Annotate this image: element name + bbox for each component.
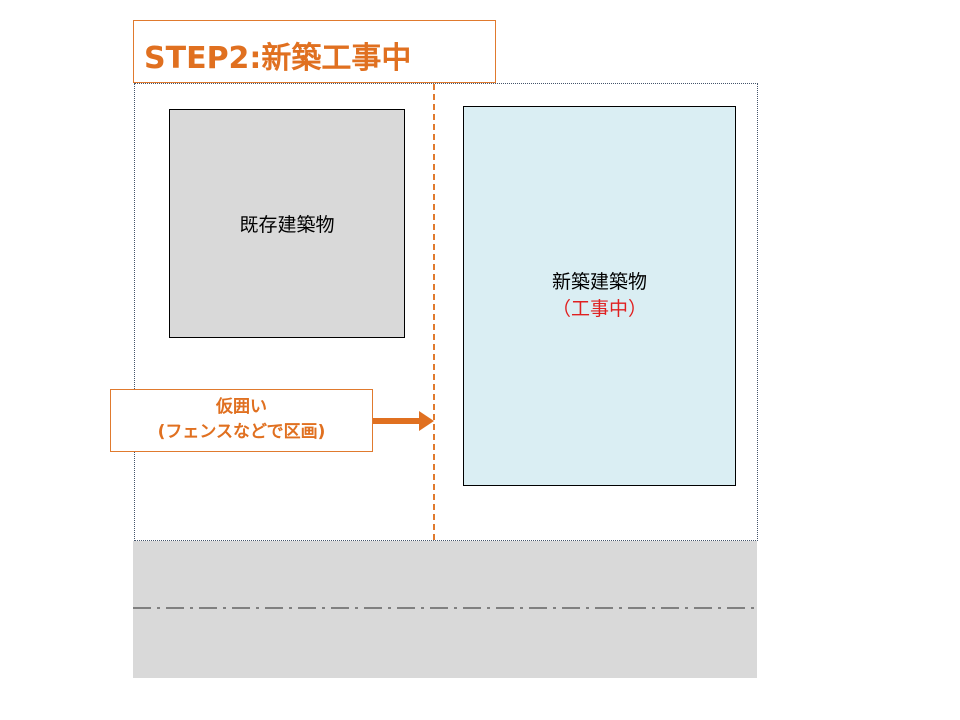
road bbox=[133, 541, 757, 678]
step-title: STEP2:新築工事中 bbox=[133, 20, 496, 83]
existing-building: 既存建築物 bbox=[169, 109, 405, 338]
arrow-icon bbox=[373, 411, 434, 431]
fence-callout-line1: 仮囲い bbox=[216, 397, 267, 417]
existing-building-label: 既存建築物 bbox=[239, 214, 335, 236]
fence-callout-line2: (フェンスなどで区画) bbox=[157, 422, 326, 442]
construction-status: （工事中） bbox=[551, 298, 647, 320]
new-building-label: 新築建築物 bbox=[551, 271, 647, 293]
road-centerline bbox=[133, 607, 757, 609]
fence-callout: 仮囲い (フェンスなどで区画) bbox=[110, 389, 373, 452]
site-boundary bbox=[134, 83, 758, 541]
temporary-fence-line bbox=[433, 84, 435, 540]
new-building: 新築建築物 （工事中） bbox=[463, 106, 736, 486]
